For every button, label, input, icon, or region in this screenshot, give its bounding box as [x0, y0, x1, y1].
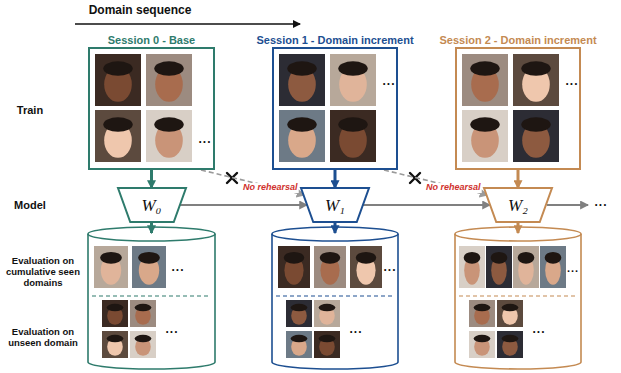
face-photo: [279, 110, 325, 162]
row-label: Train: [17, 104, 43, 117]
face-photo: [513, 54, 559, 106]
train-arrow: [517, 170, 520, 188]
face-photo: [286, 300, 312, 327]
eval-database: [272, 227, 398, 369]
face-photo: [102, 331, 128, 358]
face-photo: [132, 246, 166, 288]
row-label: Evaluation on unseen domain: [2, 327, 84, 349]
sequence-arrow: [75, 23, 300, 25]
ellipsis-mark: ...: [383, 261, 396, 275]
face-photo: [497, 300, 523, 327]
face-photo: [130, 300, 156, 327]
rehearsal-arrow: [201, 170, 305, 195]
face-photo: [278, 246, 310, 288]
face-photo: [146, 54, 192, 106]
eval-database: [88, 227, 215, 369]
session-box: Session 2 - Domain increment: [455, 47, 581, 170]
face-photo: [102, 300, 128, 327]
face-photo: [330, 54, 376, 106]
model-arrow: [179, 204, 307, 206]
face-photo: [330, 110, 376, 162]
session-heading: Session 2 - Domain increment: [439, 34, 596, 46]
ellipsis-mark: ...: [171, 261, 184, 275]
model-trapezoid: W₀: [118, 188, 186, 222]
face-photo: [462, 54, 508, 106]
rehearsal-arrow: [384, 170, 488, 195]
row-label: Domain sequence: [89, 4, 192, 18]
trapezoid-shape: [118, 188, 186, 222]
ellipsis-mark: ...: [532, 323, 545, 337]
face-photo: [469, 300, 495, 327]
face-photo: [350, 246, 382, 288]
face-photo: [286, 331, 312, 358]
face-photo: [459, 246, 485, 288]
ellipsis-mark: ...: [198, 133, 211, 147]
face-photo: [314, 246, 346, 288]
face-photo: [486, 246, 512, 288]
face-photo: [513, 110, 559, 162]
ellipsis-mark: ...: [382, 75, 395, 89]
train-arrow: [334, 170, 337, 188]
ellipsis-mark: ...: [594, 196, 607, 210]
edge-label: No rehearsal: [425, 183, 482, 193]
session-heading: Session 1 - Domain increment: [256, 34, 413, 46]
ellipsis-mark: ...: [567, 262, 579, 275]
face-photo: [130, 331, 156, 358]
session-box: Session 1 - Domain increment: [272, 47, 398, 170]
face-photos: [94, 54, 566, 358]
model-label: W₂: [508, 197, 528, 214]
eval-database: [455, 227, 581, 369]
face-photo: [95, 54, 141, 106]
session-heading: Session 0 - Base: [108, 34, 195, 46]
edge-label: No rehearsal: [242, 183, 299, 193]
model-label: W₁: [325, 197, 345, 214]
eval-arrow: [334, 223, 337, 233]
ellipsis-mark: ...: [565, 75, 578, 89]
trapezoid-shape: [484, 188, 552, 222]
face-photo: [513, 246, 539, 288]
trapezoid-shape: [301, 188, 369, 222]
session-box: Session 0 - Base: [88, 47, 215, 170]
face-photo: [469, 331, 495, 358]
row-label: Evaluation on cumulative seen domains: [2, 256, 84, 289]
model-label: W₀: [141, 197, 161, 214]
model-arrow: [363, 204, 490, 206]
continue-arrow: [547, 204, 588, 206]
eval-arrow: [150, 223, 153, 233]
model-trapezoid: W₁: [301, 188, 369, 222]
face-photo: [497, 331, 523, 358]
face-photo: [146, 110, 192, 162]
ellipsis-mark: ...: [349, 323, 362, 337]
face-photo: [95, 110, 141, 162]
face-photo: [279, 54, 325, 106]
face-photo: [314, 331, 340, 358]
face-photo: [94, 246, 128, 288]
row-label: Model: [14, 199, 46, 212]
ellipsis-mark: ...: [165, 323, 178, 337]
train-arrow: [150, 170, 153, 188]
eval-arrow: [517, 223, 520, 233]
face-photo: [540, 246, 566, 288]
face-photo: [314, 300, 340, 327]
model-trapezoid: W₂: [484, 188, 552, 222]
face-photo: [462, 110, 508, 162]
